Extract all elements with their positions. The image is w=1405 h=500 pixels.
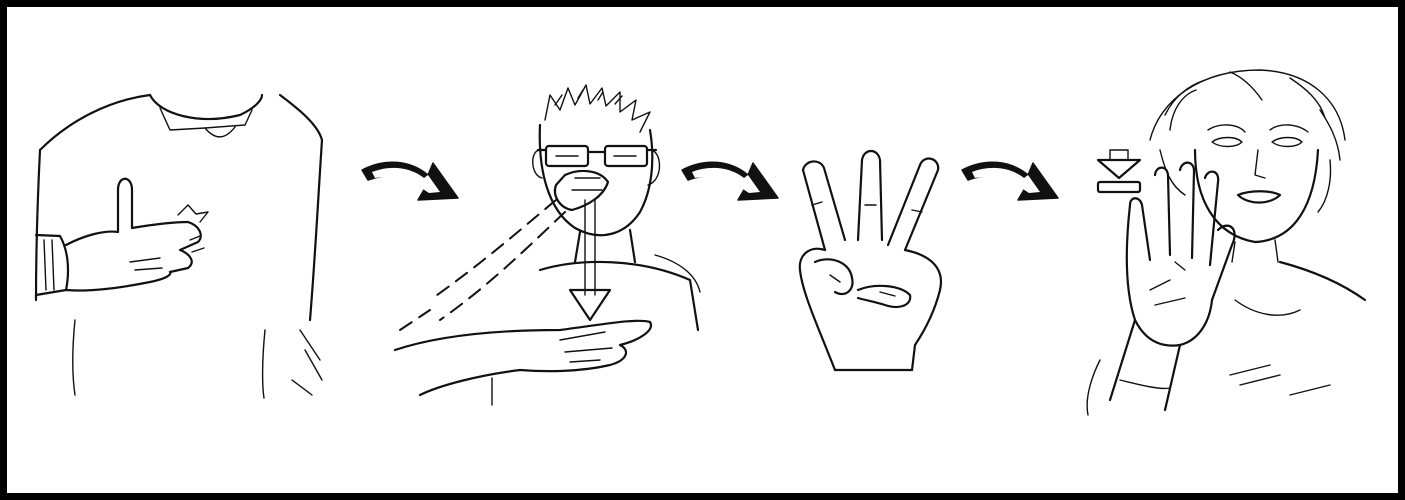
sign-step-2-nose-to-palm-illustration: [395, 85, 700, 405]
sign-step-1-thumb-on-palm-illustration: [36, 95, 322, 398]
curved-arrow-icon: [962, 162, 1058, 200]
curved-arrow-icon: [362, 162, 458, 200]
curved-arrow-icon: [682, 162, 778, 200]
sign-step-3-three-fingers-illustration: [800, 151, 941, 370]
sign-step-4-open-palm-illustration: [1087, 70, 1365, 415]
